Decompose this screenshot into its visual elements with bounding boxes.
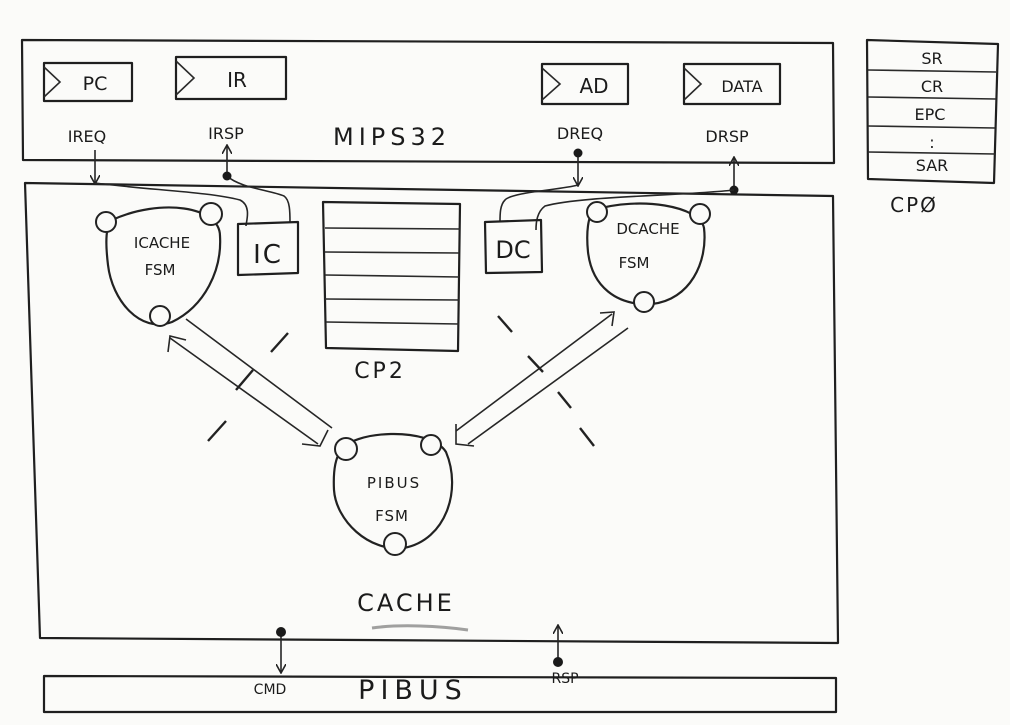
dcache-fsm-title: DCACHE bbox=[616, 220, 679, 238]
ic-box: IC bbox=[236, 220, 300, 277]
pibus-fsm-port bbox=[334, 437, 358, 461]
pibus-fsm-port bbox=[383, 532, 407, 556]
drsp-label: DRSP bbox=[705, 127, 749, 146]
irsp-label: IRSP bbox=[208, 124, 244, 143]
ad-register: AD bbox=[540, 62, 630, 106]
cache-border bbox=[23, 181, 840, 645]
data-label: DATA bbox=[721, 77, 762, 96]
irsp-junction bbox=[222, 171, 232, 181]
icache-fsm-port bbox=[149, 305, 171, 327]
pibus-border bbox=[42, 674, 838, 714]
pibus-title: PIBUS bbox=[358, 675, 468, 706]
pibus-fsm-port bbox=[420, 434, 442, 456]
ir-label: IR bbox=[227, 68, 247, 92]
pibus-fsm-title: PIBUS bbox=[367, 474, 421, 492]
cache-block: ICACHE FSM IC CP2 DC D bbox=[23, 146, 840, 645]
pibus-fsm: PIBUS FSM bbox=[332, 432, 454, 556]
dcache-fsm-subtitle: FSM bbox=[619, 254, 650, 272]
cp0-border bbox=[865, 38, 1000, 185]
pc-register: PC bbox=[42, 61, 134, 103]
cp0-sr: SR bbox=[921, 49, 942, 68]
dc-box: DC bbox=[483, 218, 544, 275]
cp0-sar: SAR bbox=[916, 156, 949, 175]
dcache-pibus-link bbox=[455, 311, 629, 447]
right-separator bbox=[497, 315, 595, 447]
ic-label: IC bbox=[253, 240, 283, 270]
smudge-mark bbox=[371, 624, 469, 632]
cp0-block: SR CR EPC : SAR CPØ bbox=[865, 38, 1000, 217]
cmd-junction bbox=[276, 627, 286, 637]
icache-fsm-port bbox=[95, 211, 117, 233]
pibus-block: CMD PIBUS RSP bbox=[42, 626, 838, 714]
icache-pibus-link bbox=[167, 318, 333, 447]
dcache-fsm: DCACHE FSM bbox=[586, 201, 711, 313]
left-separator bbox=[207, 332, 289, 442]
rsp-junction bbox=[553, 657, 563, 667]
dc-label: DC bbox=[495, 236, 530, 264]
dcache-fsm-port bbox=[689, 203, 711, 225]
dreq-to-dc-wire bbox=[499, 184, 579, 223]
mips32-border bbox=[20, 38, 836, 165]
ir-register: IR bbox=[174, 55, 288, 101]
cp0-cr: CR bbox=[921, 77, 943, 96]
pibus-fsm-subtitle: FSM bbox=[375, 507, 409, 525]
cp2-title: CP2 bbox=[354, 359, 406, 384]
mips32-block: PC IR AD DATA IREQ IRSP MIPS32 DREQ DRSP bbox=[20, 38, 836, 165]
dreq-junction bbox=[573, 148, 583, 158]
cmd-label: CMD bbox=[254, 682, 287, 698]
icache-fsm-port bbox=[199, 202, 223, 226]
irsp-to-ic-wire bbox=[226, 175, 291, 224]
cp2-block: CP2 bbox=[321, 200, 462, 384]
cp0-title: CPØ bbox=[890, 193, 938, 217]
pc-label: PC bbox=[83, 73, 108, 95]
mips32-title: MIPS32 bbox=[333, 123, 451, 151]
icache-fsm: ICACHE FSM bbox=[95, 202, 223, 327]
ad-label: AD bbox=[579, 74, 608, 98]
dreq-label: DREQ bbox=[557, 124, 603, 143]
icache-fsm-subtitle: FSM bbox=[145, 261, 176, 279]
ireq-label: IREQ bbox=[68, 127, 107, 146]
cp0-ellipsis: : bbox=[929, 133, 934, 152]
dcache-fsm-port bbox=[633, 291, 655, 313]
cp0-epc: EPC bbox=[915, 105, 946, 124]
cache-title: CACHE bbox=[357, 589, 455, 617]
rsp-label: RSP bbox=[551, 671, 578, 687]
icache-fsm-title: ICACHE bbox=[134, 234, 190, 252]
dcache-fsm-port bbox=[586, 201, 608, 223]
data-register: DATA bbox=[682, 62, 782, 106]
ireq-to-icache-wire bbox=[94, 182, 249, 227]
